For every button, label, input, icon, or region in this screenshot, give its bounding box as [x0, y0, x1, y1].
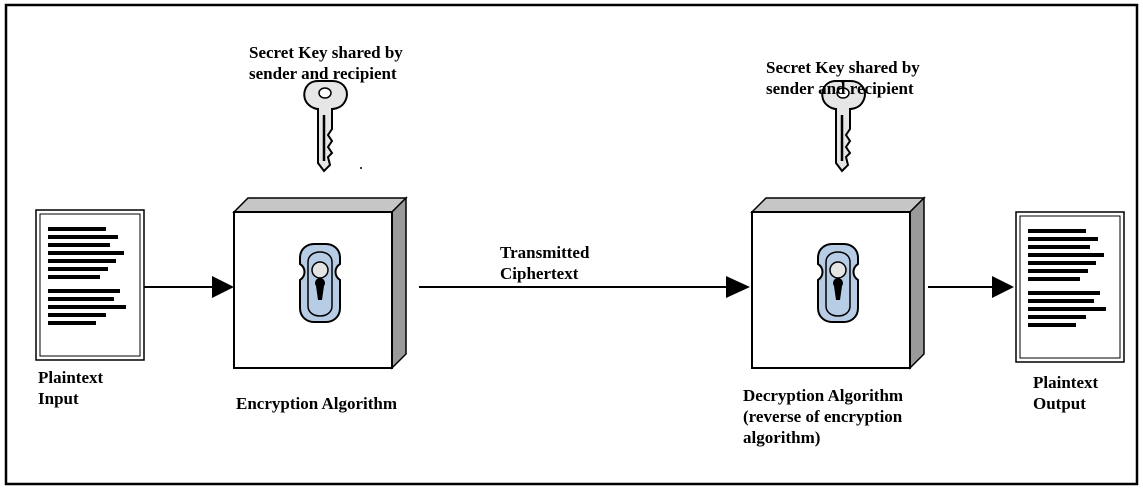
encryption-key-icon — [303, 79, 349, 173]
decryption-algorithm-label: Decryption Algorithm (reverse of encrypt… — [743, 386, 904, 447]
outer-frame — [4, 3, 1139, 486]
encryption-key-label: Secret Key shared by sender and recipien… — [249, 43, 403, 83]
decryption-key-label: Secret Key shared by sender and recipien… — [766, 58, 920, 98]
decryption-algorithm-box — [751, 197, 925, 369]
encryption-algorithm-label: Encryption Algorithm — [236, 394, 398, 413]
plaintext-output-document-icon — [1015, 211, 1125, 363]
encryption-algorithm-box — [233, 197, 407, 369]
arrow-input-to-encryption — [144, 276, 234, 298]
speck-dot — [360, 167, 362, 169]
arrow-ciphertext-channel — [419, 276, 750, 298]
arrow-decryption-to-output — [928, 276, 1014, 298]
ciphertext-label: Transmitted Ciphertext — [500, 243, 590, 283]
plaintext-input-label: Plaintext Input — [38, 368, 104, 408]
plaintext-output-label: Plaintext Output — [1033, 373, 1099, 413]
plaintext-input-document-icon — [35, 209, 145, 361]
